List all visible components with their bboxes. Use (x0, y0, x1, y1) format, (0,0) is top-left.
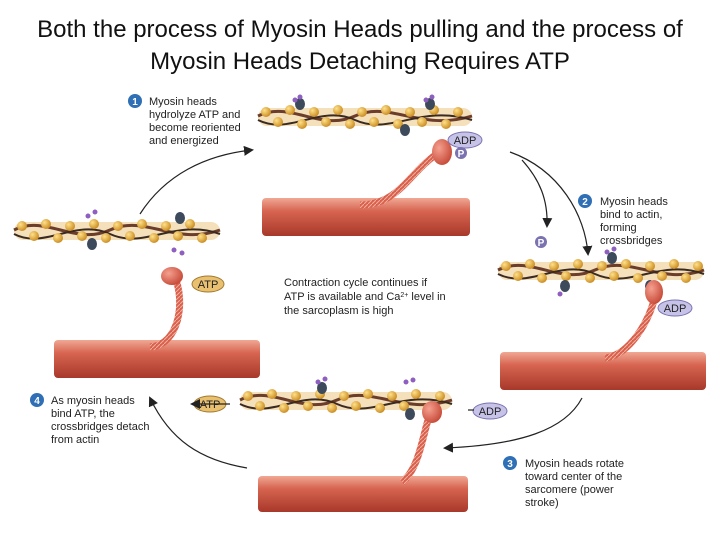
panel-4-myosin-thick-filament (54, 267, 260, 378)
svg-text:Myosin heads: Myosin heads (149, 96, 217, 108)
svg-text:forming: forming (600, 222, 637, 234)
atp-label: ATP (200, 399, 221, 411)
svg-text:Contraction cycle continues if: Contraction cycle continues if (284, 277, 428, 289)
title-line-1: Both the process of Myosin Heads pulling… (37, 16, 683, 43)
svg-text:As myosin heads: As myosin heads (51, 395, 135, 407)
panel-2-myosin-thick-filament (500, 280, 706, 390)
svg-text:and energized: and energized (149, 135, 219, 147)
panel-2-adp-pill: ADP (657, 299, 693, 317)
slide-title: Both the process of Myosin Heads pulling… (0, 14, 720, 78)
arrow-phosphate-release (521, 159, 553, 228)
panel-4-atp-pill: ATP (191, 275, 225, 293)
step-3-badge (503, 456, 517, 470)
svg-text:1: 1 (132, 97, 138, 108)
svg-text:stroke): stroke) (525, 497, 559, 509)
svg-text:bind to actin,: bind to actin, (600, 209, 662, 221)
phosphate-label: P (538, 238, 545, 249)
arrow-4-to-1 (139, 145, 254, 215)
adp-label: ADP (454, 135, 477, 147)
adp-label: ADP (664, 303, 687, 315)
svg-text:hydrolyze ATP and: hydrolyze ATP and (149, 109, 240, 121)
myosin-head-icon (161, 267, 183, 285)
svg-text:3: 3 (507, 459, 513, 470)
panel-4-actin-filament (13, 209, 221, 256)
step-2-badge (578, 194, 592, 208)
panel-1-actin-filament (257, 94, 473, 136)
panel-2-actin-filament (497, 246, 705, 297)
svg-text:4: 4 (34, 396, 40, 407)
panel-3-myosin-thick-filament (258, 401, 468, 512)
svg-text:toward center of the: toward center of the (525, 471, 622, 483)
svg-text:Myosin heads: Myosin heads (600, 196, 668, 208)
svg-text:bind ATP, the: bind ATP, the (51, 408, 115, 420)
myosin-head-icon (432, 139, 452, 165)
center-caption: Contraction cycle continues if ATP is av… (284, 277, 446, 317)
step-2-label: 2 Myosin heads bind to actin, forming cr… (578, 194, 668, 247)
arrow-3-to-4 (148, 396, 248, 469)
svg-text:Myosin heads rotate: Myosin heads rotate (525, 458, 624, 470)
panel-1-adp-pill: ADP P (447, 131, 483, 160)
svg-text:2: 2 (582, 197, 588, 208)
released-adp-pill: ADP (472, 402, 508, 420)
step-4-badge (30, 393, 44, 407)
svg-text:the sarcoplasm is high: the sarcoplasm is high (284, 305, 393, 317)
cycle-arrows (139, 145, 593, 469)
released-phosphate: P (535, 236, 547, 249)
title-line-2: Myosin Heads Detaching Requires ATP (150, 48, 570, 75)
myosin-head-icon (645, 280, 663, 304)
step-4-label: 4 As myosin heads bind ATP, the crossbri… (30, 393, 149, 446)
svg-text:crossbridges detach: crossbridges detach (51, 421, 149, 433)
svg-text:become reoriented: become reoriented (149, 122, 241, 134)
step-1-label: 1 Myosin heads hydrolyze ATP and become … (128, 94, 241, 147)
arrow-1-to-2 (509, 151, 593, 256)
phosphate-label: P (458, 149, 465, 160)
svg-text:sarcomere (power: sarcomere (power (525, 484, 614, 496)
panel-1-myosin-thick-filament (262, 139, 470, 236)
svg-text:ATP is available and Ca2+ leve: ATP is available and Ca2+ level in (284, 291, 446, 303)
step-3-label: 3 Myosin heads rotate toward center of t… (503, 456, 624, 509)
atp-label: ATP (198, 279, 219, 291)
myosin-head-icon (422, 401, 442, 423)
panel-3-actin-filament (239, 376, 453, 420)
svg-text:crossbridges: crossbridges (600, 235, 663, 247)
adp-label: ADP (479, 406, 502, 418)
svg-text:from actin: from actin (51, 434, 99, 446)
arrow-2-to-3 (443, 397, 583, 453)
step-1-badge (128, 94, 142, 108)
